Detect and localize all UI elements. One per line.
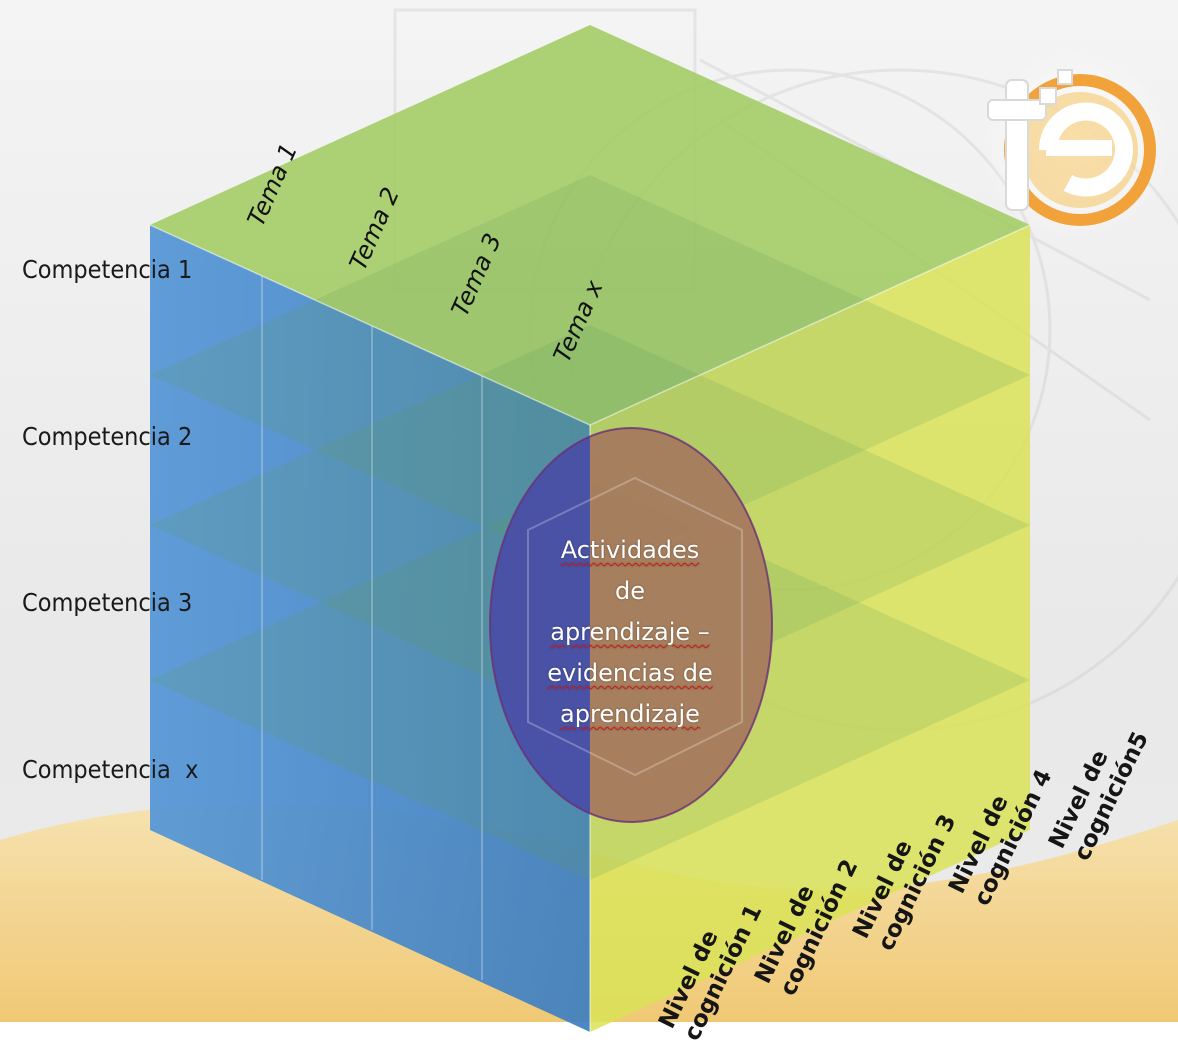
center-line-5: aprendizaje: [560, 700, 700, 728]
competencia-label-x: Competencia x: [22, 755, 199, 784]
center-line-2: de: [615, 577, 645, 605]
competencia-label-3: Competencia 3: [22, 588, 193, 617]
center-line-3: aprendizaje –: [550, 618, 710, 646]
competencia-label-2: Competencia 2: [22, 422, 193, 451]
tie-logo: tie: [980, 50, 1170, 240]
center-activities-text: Actividades de aprendizaje – evidencias …: [530, 530, 730, 735]
competencia-label-1: Competencia 1: [22, 255, 193, 284]
topic-dividers: [261, 276, 483, 980]
center-line-1: Actividades: [560, 536, 700, 564]
cube-left-face: [150, 225, 590, 1032]
center-line-4: evidencias de: [547, 659, 713, 687]
cube-right-face: [590, 225, 1030, 1032]
center-ellipse: [489, 427, 773, 823]
